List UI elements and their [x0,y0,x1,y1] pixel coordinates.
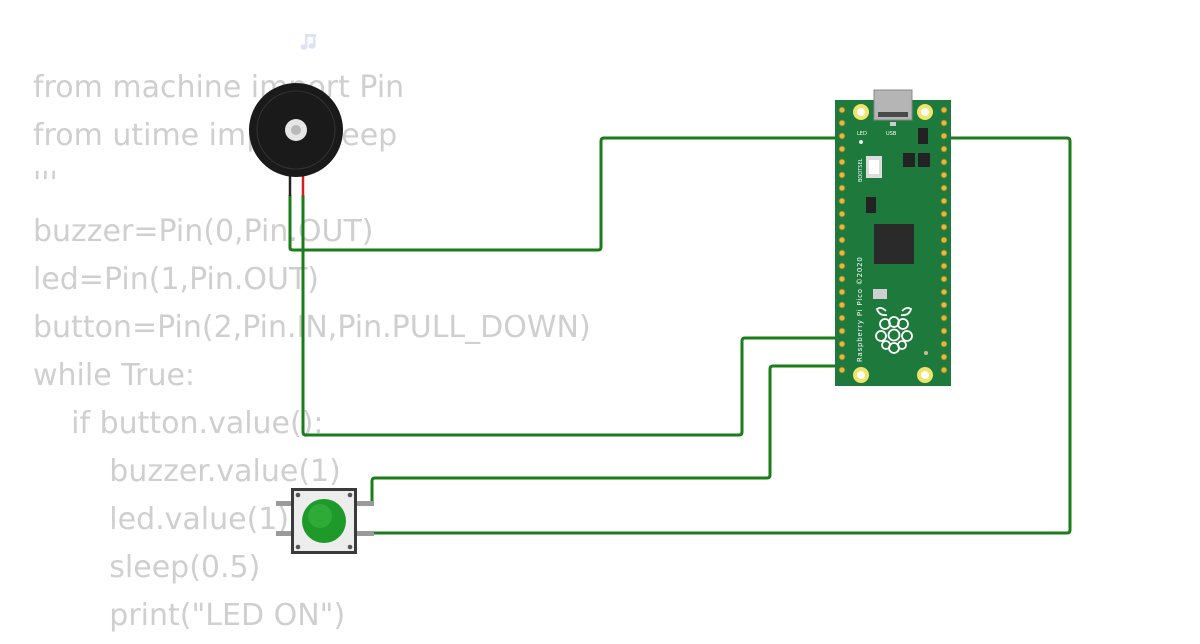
usb-label: USB [886,131,897,137]
code-line: ''' [33,166,58,201]
circuit-canvas: LED USB BOOTSEL Raspberry Pi Pico ©2020 [249,34,1072,554]
code-line: buzzer=Pin(0,Pin.OUT) [33,214,374,249]
led-label: LED [857,131,867,137]
code-listing: from machine import Pin from utime impor… [33,68,591,644]
code-line: print("LED ON") [33,598,346,633]
wire-buzzer-to-pico[interactable] [288,136,842,252]
code-line: buzzer.value(1) [33,454,341,489]
raspberry-logo-icon [875,306,913,354]
wire-buzzer-ground[interactable] [301,195,842,437]
buzzer[interactable] [249,83,343,196]
bootsel-label: BOOTSEL [858,158,864,182]
code-line: if button.value(): [33,406,324,441]
wire-button-to-vbus[interactable] [372,136,1072,535]
code-line: while True: [33,358,196,393]
raspberry-pi-pico[interactable]: LED USB BOOTSEL Raspberry Pi Pico ©2020 [835,89,951,386]
code-line: led.value(1) [33,502,290,537]
wire-button-to-pico[interactable] [370,364,842,505]
pushbutton[interactable] [276,488,374,554]
board-name-label: Raspberry Pi Pico ©2020 [856,256,864,362]
code-line: sleep(0.5) [33,550,261,585]
code-line: led=Pin(1,Pin.OUT) [33,262,319,297]
code-line: button=Pin(2,Pin.IN,Pin.PULL_DOWN) [33,310,591,345]
music-note-icon [300,34,316,50]
code-line: from machine import Pin [33,70,405,105]
